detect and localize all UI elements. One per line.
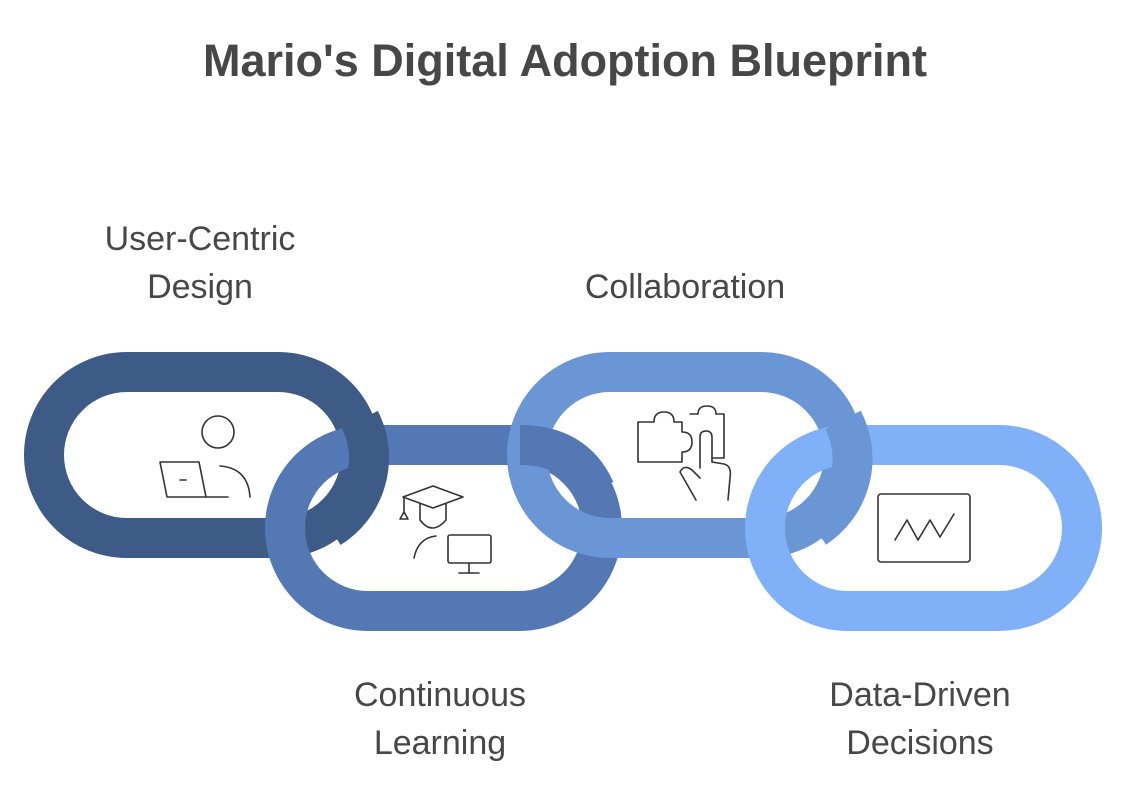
chain-link-3-overlap (803, 410, 873, 545)
label-line-1: Continuous (353, 676, 526, 714)
label-line-2: Decisions (846, 724, 994, 762)
user-laptop-icon (159, 415, 251, 498)
chart-icon (877, 493, 971, 563)
puzzle-hand-icon (637, 405, 732, 501)
chain-link-4 (745, 425, 1102, 631)
label-data-driven-decisions: Data-Driven Decisions (760, 671, 1080, 767)
label-collaboration: Collaboration (525, 263, 845, 311)
chain-link-1-overlap (318, 410, 389, 545)
label-line-2: Learning (373, 724, 507, 762)
graduate-monitor-icon (399, 485, 492, 574)
label-line-1: Collaboration (584, 268, 786, 306)
label-line-2: Design (147, 268, 253, 306)
label-line-1: User-Centric (104, 220, 296, 258)
label-user-centric-design: User-Centric Design (40, 215, 360, 311)
chain-link-2-overlap (519, 425, 614, 499)
label-continuous-learning: Continuous Learning (280, 671, 600, 767)
page-title: Mario's Digital Adoption Blueprint (203, 35, 927, 86)
label-line-1: Data-Driven (829, 676, 1011, 714)
